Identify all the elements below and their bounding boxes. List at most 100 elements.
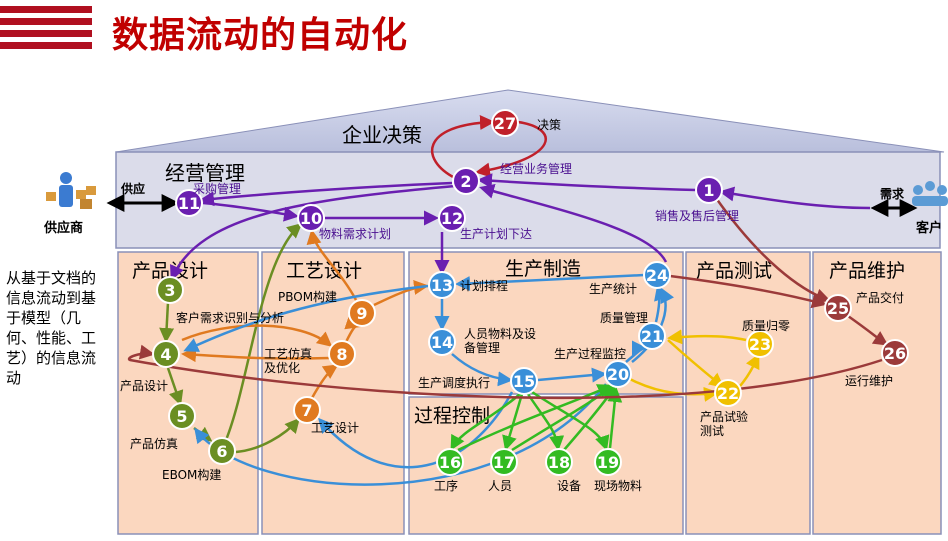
node-label-22: 产品试验测试: [700, 409, 748, 438]
node-number: 7: [301, 401, 312, 420]
node-label-27: 决策: [537, 118, 561, 132]
columns: [117, 251, 942, 535]
flow-15-16: [450, 393, 521, 451]
node-label-15: 生产调度执行: [418, 375, 490, 390]
flow-25-26: [847, 314, 889, 346]
node-label-12: 生产计划下达: [460, 227, 532, 241]
flow-2-11: [199, 181, 453, 207]
page-title: 数据流动的自动化: [112, 15, 409, 56]
node-24: 24: [643, 261, 671, 289]
node-circle: [438, 204, 466, 232]
node-circle: [594, 448, 622, 476]
flow-15-7: [318, 391, 514, 469]
node-22: 22: [714, 379, 742, 407]
flow-customer-1: [719, 186, 871, 210]
flow-15-17: [502, 393, 524, 451]
label-customer-requirement: 客户需求识别与分析: [176, 310, 284, 325]
section-product-test: 产品测试: [696, 260, 772, 282]
section-process-control: 过程控制: [414, 405, 490, 427]
node-circle: [328, 340, 356, 368]
node-6: 6: [208, 437, 236, 465]
node-number: 17: [493, 453, 515, 472]
node-number: 14: [431, 333, 453, 352]
supply-label: 供应: [120, 181, 145, 196]
node-14: 14: [428, 328, 456, 356]
flow-20-21: [625, 340, 647, 363]
node-number: 4: [160, 345, 171, 364]
node-5: 5: [168, 402, 196, 430]
node-number: 20: [607, 365, 629, 384]
node-label-5: 产品仿真: [130, 437, 178, 451]
node-label-11: 采购管理: [193, 181, 241, 196]
node-number: 16: [439, 453, 461, 472]
node-2: 2: [452, 167, 480, 195]
node-number: 15: [513, 372, 535, 391]
node-16: 16: [436, 448, 464, 476]
node-circle: [168, 402, 196, 430]
flow-15-19: [531, 390, 610, 451]
flow-23-21: [667, 329, 747, 345]
node-9: 9: [348, 299, 376, 327]
node-label-25: 产品交付: [856, 290, 904, 305]
flow-4-5: [166, 367, 184, 406]
node-15: 15: [510, 367, 538, 395]
node-circle: [490, 448, 518, 476]
flow-24-13: [455, 273, 645, 292]
node-4: 4: [152, 340, 180, 368]
node-label-19: 现场物料: [594, 479, 642, 493]
node-label-4: 产品设计: [120, 379, 168, 393]
node-25: 25: [824, 294, 852, 322]
node-3: 3: [156, 276, 184, 304]
node-number: 18: [548, 453, 570, 472]
flow-24-25: [669, 274, 827, 309]
node-label-23: 质量归零: [742, 319, 790, 333]
node-label-13: 计划排程: [460, 278, 508, 293]
node-number: 2: [460, 172, 471, 191]
node-27: 27: [491, 109, 519, 137]
flow-20-24: [631, 287, 675, 363]
node-18: 18: [545, 448, 573, 476]
node-10: 10: [297, 204, 325, 232]
section-product-maintenance: 产品维护: [829, 260, 905, 282]
flow-4-8: [181, 324, 333, 347]
node-circle: [293, 396, 321, 424]
node-circle: [297, 204, 325, 232]
node-17: 17: [490, 448, 518, 476]
node-8: 8: [328, 340, 356, 368]
node-11: 11: [175, 189, 203, 217]
node-7: 7: [293, 396, 321, 424]
supplier-label: 供应商: [43, 220, 83, 236]
node-26: 26: [881, 339, 909, 367]
node-label-17: 人员: [488, 479, 512, 493]
node-20: 20: [604, 360, 632, 388]
node-13: 13: [428, 271, 456, 299]
node-circle: [428, 328, 456, 356]
flow-3-4: [159, 301, 175, 343]
node-circle: [545, 448, 573, 476]
node-label-2: 经营业务管理: [500, 161, 572, 176]
node-number: 13: [431, 276, 453, 295]
node-number: 10: [300, 209, 322, 228]
node-number: 5: [176, 407, 187, 426]
node-label-20: 生产过程监控: [554, 346, 626, 361]
node-circle: [695, 176, 723, 204]
section-enterprise-decision: 企业决策: [342, 123, 422, 147]
supplier-icon: [46, 172, 96, 209]
flow-6-7: [235, 417, 300, 454]
node-label-14: 人员物料及设备管理: [464, 327, 536, 355]
title-stripes: [0, 6, 92, 49]
flow-15-20: [537, 367, 607, 383]
flow-11-10: [202, 201, 299, 222]
demand-label: 需求: [880, 186, 905, 201]
node-circle: [824, 294, 852, 322]
flow-7-8: [310, 364, 339, 399]
node-number: 6: [216, 442, 227, 461]
node-label-9: PBOM构建: [278, 289, 337, 304]
flow-1-2: [477, 173, 697, 192]
node-label-10: 物料需求计划: [319, 227, 391, 241]
node-number: 26: [884, 344, 906, 363]
node-number: 1: [703, 181, 714, 200]
section-production: 生产制造: [505, 258, 581, 280]
node-23: 23: [746, 330, 774, 358]
